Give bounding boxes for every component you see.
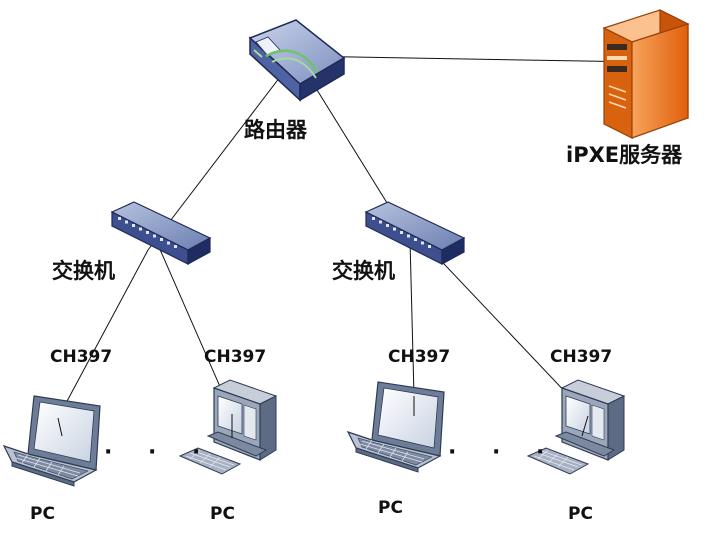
switch-right-icon <box>364 201 466 266</box>
ellipsis-right: · · · <box>448 440 559 465</box>
switch-right-label: 交换机 <box>332 259 395 283</box>
laptop-icon <box>2 395 101 487</box>
switch-left-label: 交换机 <box>52 259 115 283</box>
desktop-computer-icon <box>526 379 626 475</box>
chip-label: CH397 <box>388 347 451 367</box>
desktop-computer-icon <box>178 379 278 475</box>
link-switch-right-pc3 <box>409 239 415 397</box>
pc-label: PC <box>30 504 55 524</box>
server-label: iPXE服务器 <box>566 143 683 167</box>
ellipsis-left: · · · <box>104 440 215 465</box>
chip-label: CH397 <box>550 347 613 367</box>
link-router-server <box>295 55 641 63</box>
router-icon <box>248 19 346 102</box>
router-label: 路由器 <box>244 118 307 142</box>
laptop-icon <box>346 381 445 473</box>
chip-label: CH397 <box>50 347 113 367</box>
link-switch-left-pc2 <box>147 221 233 415</box>
pc-label: PC <box>568 504 593 524</box>
pc-label: PC <box>210 504 235 524</box>
server-icon <box>602 9 690 139</box>
pc-label: PC <box>378 498 403 518</box>
link-router-switch-left <box>147 55 297 251</box>
switch-left-icon <box>110 201 212 266</box>
chip-label: CH397 <box>204 347 267 367</box>
link-switch-left-pc1 <box>57 249 149 419</box>
screen-overlay-lines <box>57 396 589 438</box>
